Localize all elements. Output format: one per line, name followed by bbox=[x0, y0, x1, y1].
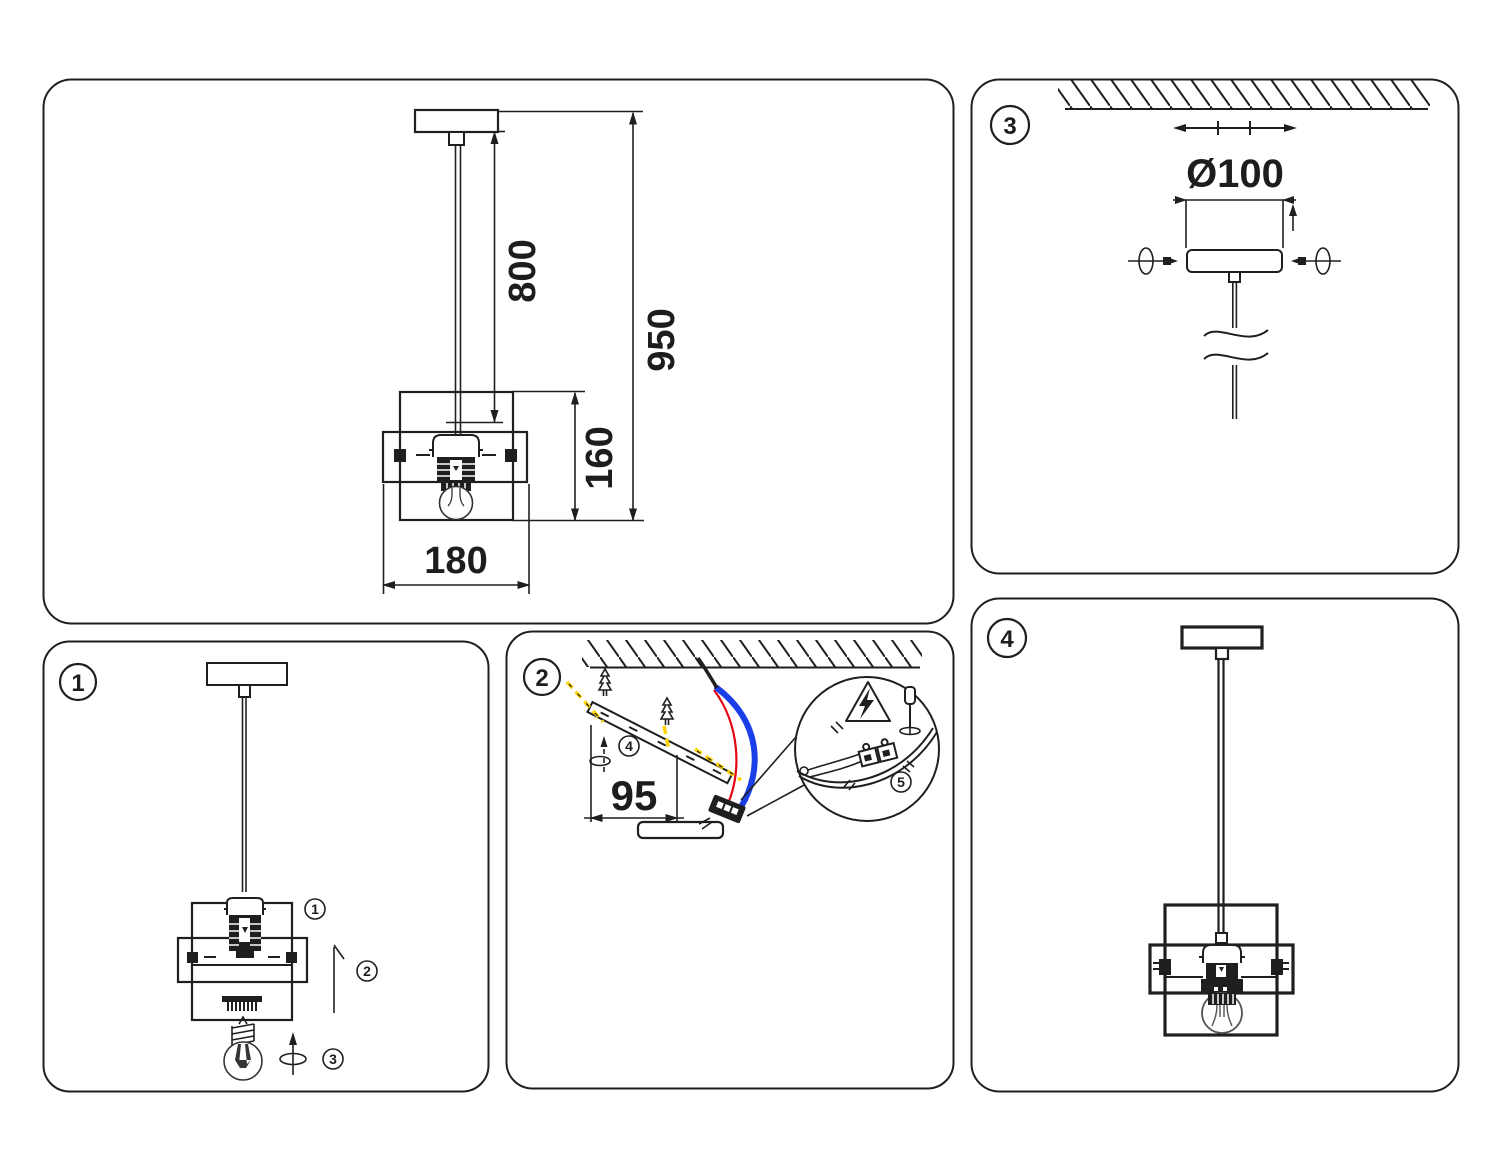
step-badge: 2 bbox=[522, 657, 562, 697]
ceiling-canopy bbox=[206, 662, 288, 686]
panel-final-result: 4 bbox=[970, 597, 1460, 1093]
dim-label-canopy-diameter: Ø100 bbox=[1186, 152, 1284, 196]
panel-wiring-installation: 2 4 95 bbox=[505, 630, 955, 1090]
canopy-plate bbox=[1186, 249, 1283, 273]
shade-ring bbox=[222, 996, 262, 1011]
mains-wire-blue bbox=[714, 685, 758, 810]
panel-border bbox=[42, 640, 490, 1093]
panel-overall-dimensions: 800 950 160 180 bbox=[42, 78, 955, 625]
side-screw-right bbox=[1291, 247, 1341, 275]
screw-axis-lines-dark bbox=[568, 683, 740, 779]
callout-step-5: 5 bbox=[890, 771, 912, 793]
cord-with-break bbox=[1203, 271, 1269, 419]
dim-label-160: 160 bbox=[579, 426, 621, 489]
ceiling-canopy bbox=[413, 108, 500, 134]
svg-text:5: 5 bbox=[897, 774, 905, 790]
svg-text:4: 4 bbox=[625, 738, 633, 754]
magnifier-leader bbox=[740, 729, 803, 801]
step-badge: 4 bbox=[986, 617, 1028, 659]
rotate-icon bbox=[1138, 247, 1154, 275]
svg-text:2: 2 bbox=[363, 963, 371, 979]
wall-plug-icon bbox=[597, 667, 613, 696]
bracket-marker bbox=[1173, 121, 1297, 135]
cord-grip bbox=[1214, 646, 1230, 661]
dimension-canopy bbox=[1173, 196, 1297, 248]
light-bulb-icon bbox=[438, 485, 474, 521]
step-badge: 3 bbox=[989, 104, 1031, 146]
mains-wire-red bbox=[713, 689, 738, 807]
mounting-bracket bbox=[586, 700, 734, 785]
wall-plug-icon bbox=[659, 696, 675, 725]
svg-text:1: 1 bbox=[311, 901, 319, 917]
cord-grip bbox=[238, 684, 251, 698]
socket-cap bbox=[224, 897, 266, 915]
screwdriver-icon bbox=[899, 686, 921, 736]
magnifier-leader bbox=[746, 783, 807, 817]
badge-label: 3 bbox=[1003, 113, 1016, 140]
callout-step-1: 1 bbox=[304, 898, 326, 920]
break-symbol bbox=[1203, 329, 1269, 338]
rotate-icon bbox=[899, 726, 921, 736]
socket-cap bbox=[1199, 944, 1245, 963]
pendant-lamp-drawing bbox=[381, 108, 529, 522]
badge-label: 1 bbox=[71, 670, 84, 697]
panel-border bbox=[970, 78, 1460, 575]
wiring-detail bbox=[796, 721, 938, 791]
warning-electricity-icon bbox=[845, 681, 891, 722]
ceiling-hatch bbox=[582, 640, 922, 669]
light-bulb-icon bbox=[223, 1015, 263, 1081]
panel-border bbox=[970, 597, 1460, 1093]
dimension-shade-height: 160 bbox=[512, 390, 621, 522]
callout-step-3: 3 bbox=[279, 1032, 344, 1075]
panel-assembly-steps: 1 1 2 bbox=[42, 640, 490, 1093]
rotate-icon bbox=[1315, 247, 1331, 275]
cord-grip bbox=[448, 131, 465, 146]
callout-step-2: 2 bbox=[333, 944, 378, 1013]
step-badge: 1 bbox=[58, 662, 98, 702]
badge-label: 2 bbox=[535, 665, 548, 692]
badge-label: 4 bbox=[1000, 626, 1014, 653]
dim-label-800: 800 bbox=[502, 239, 544, 302]
pendant-lamp-drawing bbox=[176, 662, 309, 1022]
panel-border bbox=[42, 78, 955, 625]
dimension-hole-spacing: 95 bbox=[584, 725, 684, 822]
ceiling-hatch bbox=[1058, 80, 1430, 110]
rotate-icon bbox=[279, 1052, 307, 1066]
dim-label-180: 180 bbox=[424, 540, 487, 582]
dim-label-950: 950 bbox=[641, 308, 683, 371]
dimension-total-height: 950 bbox=[498, 110, 683, 522]
dimension-shade-width: 180 bbox=[382, 484, 531, 594]
terminal-block bbox=[698, 794, 746, 830]
callout-step-4: 4 bbox=[589, 735, 640, 772]
side-screw-left bbox=[1128, 247, 1178, 275]
svg-text:3: 3 bbox=[329, 1051, 337, 1067]
dimension-cord-drop: 800 bbox=[446, 130, 544, 424]
socket-cap bbox=[429, 434, 483, 457]
dim-label-95: 95 bbox=[611, 772, 658, 819]
ceiling-canopy bbox=[1180, 625, 1264, 650]
canopy-plate bbox=[636, 820, 725, 840]
pendant-lamp-drawing bbox=[1148, 625, 1295, 1037]
panel-border bbox=[505, 630, 955, 1090]
rotate-icon bbox=[589, 755, 611, 767]
mains-wire-black bbox=[696, 656, 719, 689]
panel-canopy-mounting: 3 Ø100 bbox=[970, 78, 1460, 575]
